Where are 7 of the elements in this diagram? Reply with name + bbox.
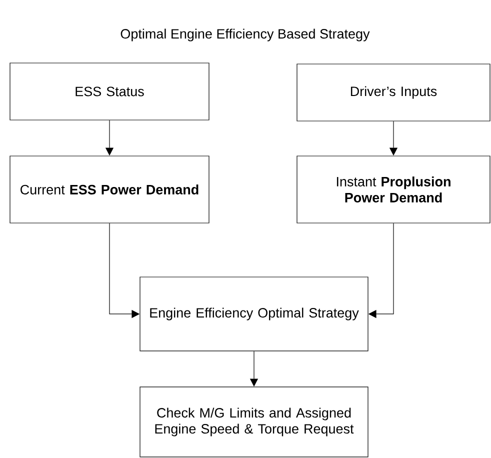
- process-box: Check M/G Limits and Assigned Engine Speed & Torque Request: [140, 386, 368, 458]
- process-box: Current ESS Power Demand: [10, 156, 210, 224]
- process-box: ESS Status: [10, 62, 210, 120]
- process-box: Instant Proplusion Power Demand: [296, 156, 490, 224]
- process-box: Engine Efficiency Optimal Strategy: [140, 276, 368, 352]
- title: Optimal Engine Efficiency Based Strategy: [120, 28, 370, 42]
- process-box: Driver’s Inputs: [296, 64, 490, 122]
